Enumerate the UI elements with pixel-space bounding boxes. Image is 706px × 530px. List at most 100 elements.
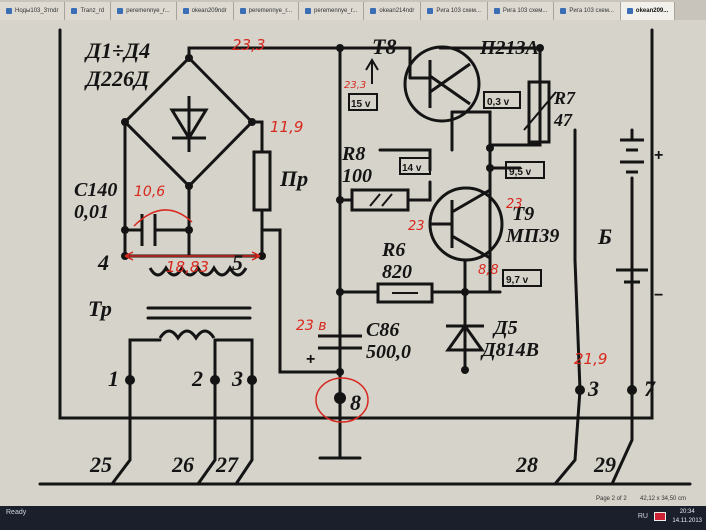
battery-minus-sign: − — [654, 287, 663, 304]
tab-label: Рига 103 схем... — [569, 8, 614, 14]
document-icon — [493, 8, 500, 14]
document-tab[interactable]: peremennye_r... — [111, 2, 177, 20]
circuit-schematic: Д1÷Д4 Д226Д С140 0,01 Пр Тр 4 5 1 2 3 8 … — [38, 28, 692, 486]
language-indicator[interactable]: RU — [637, 513, 648, 520]
document-icon — [560, 8, 567, 14]
annotation-18-83: 18,83 — [166, 258, 209, 276]
pin-27-label: 27 — [215, 452, 239, 477]
document-icon — [71, 8, 78, 14]
resistor-r7-value: 47 — [553, 110, 573, 130]
transformer-label: Тр — [88, 296, 112, 321]
document-tab[interactable]: Рига 103 схем... — [487, 2, 555, 20]
status-bar: Ready Page 2 of 2 42,12 x 34,50 cm RU 20… — [0, 496, 706, 530]
document-tab[interactable]: Рига 103 схем... — [421, 2, 488, 20]
tab-label: Рига 103 схем... — [436, 8, 481, 14]
capacitor-c86-value: 500,0 — [366, 341, 411, 363]
document-tab[interactable]: Tranz_rd — [65, 2, 112, 20]
document-icon — [370, 8, 377, 14]
resistor-r7 — [523, 80, 557, 144]
document-tab[interactable]: peremennye_r... — [233, 2, 300, 20]
node-2-label: 2 — [191, 366, 203, 391]
annotation-21-9: 21,9 — [574, 350, 607, 368]
resistor-r6 — [376, 282, 434, 304]
system-tray: RU — [638, 512, 666, 521]
node-3-left-label: 3 — [231, 366, 243, 391]
transformer-secondary-coil — [148, 264, 248, 277]
tab-label: Ноды103_3тndr — [15, 8, 59, 14]
annotation-23-3-left: 23,3 — [344, 80, 366, 91]
voltage-box-15v: 15 v — [351, 99, 371, 110]
resistor-r6-label: R6 — [381, 239, 405, 261]
transformer-primary-coil — [158, 329, 216, 341]
document-icon — [305, 8, 312, 14]
document-tab[interactable]: okean214ndr — [364, 2, 422, 20]
document-tab-bar: Ноды103_3тndr Tranz_rd peremennye_r... o… — [0, 0, 706, 21]
transistor-t9-label: Т9 — [512, 203, 534, 225]
annotation-23-t9: 23 — [408, 219, 425, 234]
annotation-10-6: 10,6 — [134, 184, 165, 200]
transistor-t9-type: МП39 — [505, 225, 559, 247]
tab-label: Tranz_rd — [80, 8, 105, 14]
document-icon — [427, 8, 434, 14]
tab-label: okean214ndr — [379, 8, 415, 14]
capacitor-c140-label: С140 — [74, 179, 117, 201]
flag-icon[interactable] — [654, 512, 666, 521]
document-icon — [626, 8, 633, 14]
annotation-23-b: 23 в — [296, 318, 327, 334]
document-icon — [117, 8, 124, 14]
junction-dots — [121, 44, 637, 404]
resistor-r6-value: 820 — [382, 261, 412, 283]
fuse-label: Пр — [279, 166, 308, 191]
red-annotation-marks — [124, 209, 369, 423]
fuse-symbol — [252, 150, 272, 212]
voltage-box-95v: 9,5 v — [509, 167, 532, 178]
voltage-box-14v: 14 v — [402, 163, 422, 174]
diode-block-type: Д226Д — [84, 66, 150, 91]
bridge-diode-symbol — [169, 96, 209, 152]
voltage-box-97v: 9,7 v — [506, 275, 529, 286]
node-1-label: 1 — [108, 366, 119, 391]
node-4-label: 4 — [97, 250, 109, 275]
tab-label: peremennye_r... — [126, 8, 170, 14]
capacitor-plus-sign: + — [306, 351, 315, 368]
pin-28-label: 28 — [515, 452, 538, 477]
clock[interactable]: 20:34 14.11.2013 — [672, 508, 702, 526]
annotation-23-right: 23 — [506, 197, 523, 212]
capacitor-c140-value: 0,01 — [74, 201, 109, 223]
tab-label: okean209ndr — [191, 8, 227, 14]
document-tab[interactable]: okean209ndr — [176, 2, 234, 20]
tab-label: peremennye_r... — [248, 8, 293, 14]
battery-plus-sign: + — [654, 147, 663, 164]
page-indicator: Page 2 of 2 — [596, 496, 627, 502]
zener-d5 — [445, 323, 485, 352]
schematic-viewer[interactable]: Д1÷Д4 Д226Д С140 0,01 Пр Тр 4 5 1 2 3 8 … — [0, 20, 706, 510]
document-tab[interactable]: peremennye_r... — [299, 2, 365, 20]
tab-label: okean209... — [635, 8, 669, 14]
clock-date: 14.11.2013 — [672, 518, 702, 524]
resistor-r8-label: R8 — [341, 143, 365, 165]
transistor-t8-type: П213А — [479, 37, 539, 59]
node-8-label: 8 — [350, 390, 361, 415]
node-7-label: 7 — [644, 376, 656, 401]
zener-d5-type: Д814В — [480, 339, 539, 361]
document-tab[interactable]: Рига 103 схем... — [554, 2, 621, 20]
document-tab-active[interactable]: okean209... — [620, 2, 676, 20]
resistor-r8 — [350, 188, 410, 212]
tab-label: Рига 103 схем... — [502, 8, 548, 14]
voltage-box-03v: 0,3 v — [487, 97, 510, 108]
annotation-8-8: 8,8 — [478, 263, 499, 278]
annotation-23-3-top: 23,3 — [232, 36, 265, 54]
document-tab[interactable]: Ноды103_3тndr — [0, 2, 66, 20]
transistor-t9 — [428, 186, 504, 262]
capacitor-c86-symbol — [318, 334, 362, 350]
battery-label: Б — [597, 224, 612, 249]
status-text: Ready — [6, 509, 27, 516]
arrow-icon — [365, 58, 379, 84]
capacitor-c86-label: С86 — [366, 319, 399, 341]
document-icon — [6, 8, 12, 14]
pin-29-label: 29 — [593, 452, 616, 477]
page-size-readout: 42,12 x 34,50 cm — [640, 496, 687, 502]
node-5-label: 5 — [232, 250, 243, 275]
transistor-t8 — [403, 45, 481, 123]
zener-d5-label: Д5 — [492, 317, 518, 339]
